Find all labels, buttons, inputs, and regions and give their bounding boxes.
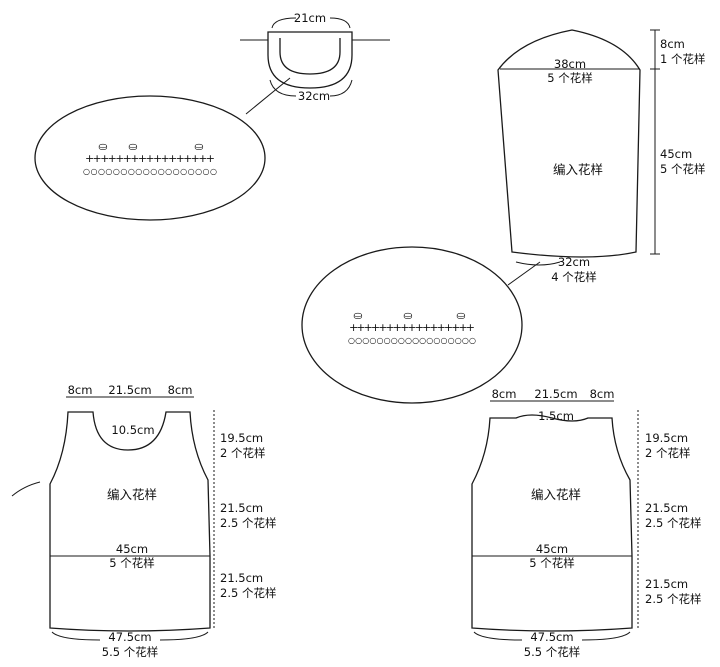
front-panel-outline <box>471 414 633 632</box>
front-neck-width: 21.5cm <box>534 387 577 401</box>
stray-mark <box>11 481 41 497</box>
shell-icon: ⛀ <box>194 140 203 153</box>
back-panel-outline <box>49 411 211 632</box>
back-armhole-repeats: 2 个花样 <box>220 446 265 460</box>
shell-row: ⛀ <box>128 140 167 153</box>
detail-ellipse <box>34 95 266 221</box>
back-shoulder-left: 8cm <box>68 383 93 397</box>
front-waist-repeats: 5 个花样 <box>529 556 574 570</box>
collar-inner <box>279 38 341 75</box>
shell-icon: ⛀ <box>456 309 465 322</box>
sleeve-outline <box>497 29 641 258</box>
front-panel-diagram: 8cm 21.5cm 8cm 1.5cm 编入花样 45cm 5 个花样 47.… <box>471 387 701 659</box>
back-waist-width: 45cm <box>116 542 148 556</box>
sleeve-pattern-label: 编入花样 <box>553 162 603 177</box>
chain-row: ○○○○○○○○○○○○○○○○○○ <box>83 167 217 176</box>
back-lower-repeats: 2.5 个花样 <box>220 586 276 600</box>
collar-outer <box>267 31 353 89</box>
stitch-detail-ellipse-1: ⛀ ⛀ ⛀ +++++++++++++++++ ○○○○○○○○○○○○○○○○… <box>34 77 291 221</box>
back-neck-width: 21.5cm <box>108 383 151 397</box>
back-shoulder-right: 8cm <box>168 383 193 397</box>
collar-top-width: 21cm <box>294 11 326 25</box>
collar-bottom-width: 32cm <box>298 89 330 103</box>
sleeve-diagram: 38cm 5 个花样 编入花样 32cm 4 个花样 8cm 1 个花样 45c… <box>497 29 705 284</box>
back-hem-width: 47.5cm <box>108 630 151 644</box>
collar-top-dim-left <box>271 17 297 29</box>
back-armhole-height: 19.5cm <box>220 431 263 445</box>
back-panel-diagram: 8cm 21.5cm 8cm 10.5cm 编入花样 45cm 5 个花样 47… <box>11 383 276 659</box>
single-crochet-row: +++++++++++++++++ <box>85 152 215 165</box>
back-neck-depth: 10.5cm <box>111 423 154 437</box>
front-neck-depth: 1.5cm <box>538 409 574 423</box>
back-lower-height: 21.5cm <box>220 571 263 585</box>
single-crochet-row: +++++++++++++++++ <box>349 321 475 334</box>
front-upper-repeats: 2.5 个花样 <box>645 516 701 530</box>
chain-row: ○○○○○○○○○○○○○○○○○○ <box>348 336 476 345</box>
stitch-detail-ellipse-2: ⛀ ⛀ ⛀ +++++++++++++++++ ○○○○○○○○○○○○○○○○… <box>301 246 541 404</box>
sleeve-body-height: 45cm <box>660 147 692 161</box>
collar-bottom-dim-right <box>329 79 353 97</box>
front-armhole-repeats: 2 个花样 <box>645 446 690 460</box>
shell-icon: ⛀ <box>353 309 362 322</box>
collar-top-dim-right <box>329 17 351 29</box>
collar-diagram: 21cm 32cm <box>240 11 390 103</box>
sleeve-cuff-width: 32cm <box>558 255 590 269</box>
sleeve-cuff-dim <box>515 261 561 266</box>
sleeve-upper-width: 38cm <box>554 57 586 71</box>
back-upper-height: 21.5cm <box>220 501 263 515</box>
detail-ellipse <box>301 246 523 404</box>
front-shoulder-left: 8cm <box>492 387 517 401</box>
detail-pointer <box>507 261 541 286</box>
sleeve-cuff-repeats: 4 个花样 <box>551 270 596 284</box>
front-lower-height: 21.5cm <box>645 577 688 591</box>
front-upper-height: 21.5cm <box>645 501 688 515</box>
detail-pointer <box>245 77 291 115</box>
front-waist-width: 45cm <box>536 542 568 556</box>
collar-bottom-dim-left <box>269 79 297 97</box>
front-hem-width: 47.5cm <box>530 630 573 644</box>
sleeve-body-repeats: 5 个花样 <box>660 162 705 176</box>
back-waist-repeats: 5 个花样 <box>109 556 154 570</box>
sleeve-cap-repeats: 1 个花样 <box>660 52 705 66</box>
back-hem-repeats: 5.5 个花样 <box>102 645 158 659</box>
back-hem-dim-right <box>159 631 209 641</box>
sleeve-cap-height: 8cm <box>660 37 685 51</box>
front-hem-dim-right <box>581 631 631 641</box>
shell-icon: ⛀ <box>98 140 107 153</box>
front-lower-repeats: 2.5 个花样 <box>645 592 701 606</box>
back-upper-repeats: 2.5 个花样 <box>220 516 276 530</box>
sleeve-upper-repeats: 5 个花样 <box>547 71 592 85</box>
back-pattern-label: 编入花样 <box>107 487 157 502</box>
front-pattern-label: 编入花样 <box>531 487 581 502</box>
front-hem-repeats: 5.5 个花样 <box>524 645 580 659</box>
shell-icon: ⛀ <box>403 309 412 322</box>
front-armhole-height: 19.5cm <box>645 431 688 445</box>
back-hem-dim-left <box>51 631 101 641</box>
front-hem-dim-left <box>473 631 523 641</box>
front-shoulder-right: 8cm <box>590 387 615 401</box>
